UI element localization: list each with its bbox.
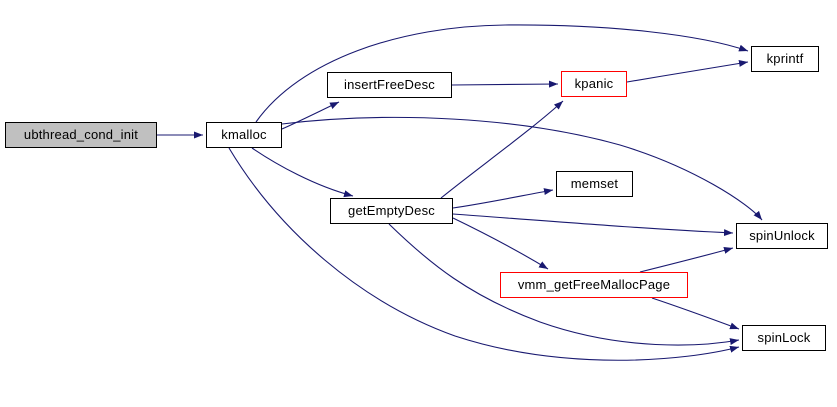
- node-kmalloc[interactable]: kmalloc: [206, 122, 282, 148]
- edge-kmalloc-insertFreeDesc: [281, 101, 340, 130]
- edge-kmalloc-kprintf: [255, 24, 749, 123]
- edge-getEmptyDesc-kpanic: [440, 100, 564, 199]
- node-insertFreeDesc[interactable]: insertFreeDesc: [327, 72, 452, 98]
- node-kpanic[interactable]: kpanic: [561, 71, 627, 97]
- node-memset[interactable]: memset: [556, 171, 633, 197]
- edge-getEmptyDesc-spinLock: [388, 223, 740, 346]
- node-spinUnlock[interactable]: spinUnlock: [736, 223, 828, 249]
- edge-kmalloc-spinUnlock: [281, 116, 763, 221]
- edge-vmm_getFreeMallocPage-spinUnlock: [639, 247, 734, 273]
- edge-vmm_getFreeMallocPage-spinLock: [651, 297, 740, 330]
- edge-kmalloc-spinLock: [228, 147, 740, 361]
- node-kprintf[interactable]: kprintf: [751, 46, 819, 72]
- edge-insertFreeDesc-kpanic: [451, 80, 559, 88]
- edge-kmalloc-getEmptyDesc: [251, 147, 354, 198]
- edge-getEmptyDesc-memset: [452, 188, 554, 209]
- node-vmm_getFreeMallocPage[interactable]: vmm_getFreeMallocPage: [500, 272, 688, 298]
- edge-getEmptyDesc-spinUnlock: [452, 213, 734, 237]
- node-ubthread_cond_init: ubthread_cond_init: [5, 122, 157, 148]
- edge-kpanic-kprintf: [626, 60, 749, 83]
- edge-getEmptyDesc-vmm_getFreeMallocPage: [452, 217, 549, 270]
- node-getEmptyDesc[interactable]: getEmptyDesc: [330, 198, 453, 224]
- node-spinLock[interactable]: spinLock: [742, 325, 826, 351]
